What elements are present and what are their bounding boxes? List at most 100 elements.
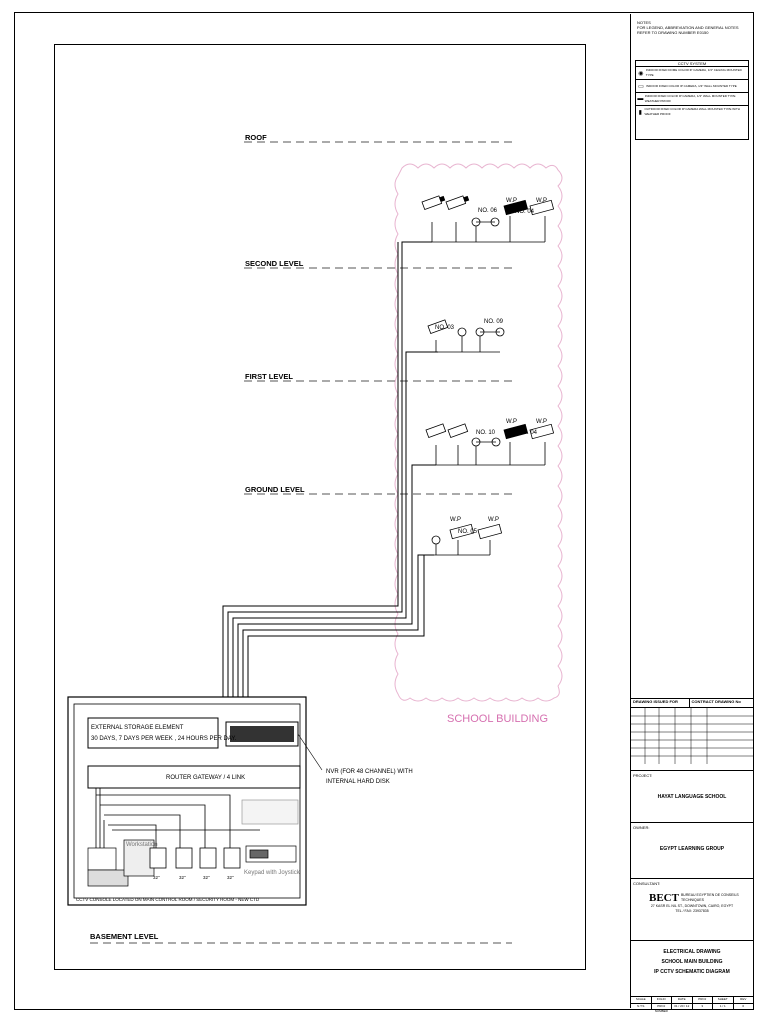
rev-value: 0 — [732, 1004, 754, 1010]
storage-label: EXTERNAL STORAGE ELEMENT — [91, 725, 184, 731]
scale-header: SCALE — [635, 997, 646, 1001]
nvr-label: NVR (FOR 48 CHANNEL) WITH — [326, 769, 413, 775]
keypad-label: Keypad with Joystick — [244, 870, 301, 876]
camera-icon — [503, 423, 529, 440]
camera-count-label: NO. 04 — [515, 209, 535, 215]
notes-heading: NOTES — [637, 20, 651, 25]
consultant-label: CONSULTANT: — [633, 881, 661, 886]
notes-section: NOTES FOR LEGEND, ABBREVIATION AND GENER… — [637, 20, 749, 35]
legend-row: ◉ INDOOR FIXED DOME COLOR IP CAMERA, 1/3… — [636, 67, 748, 80]
camera-icon — [427, 319, 449, 335]
camera-icon — [431, 535, 441, 545]
camera-count-label: NO. 10 — [476, 430, 496, 436]
owner-block: OWNER: EGYPT LEARNING GROUP — [631, 822, 753, 878]
scale-value: N.T.S — [637, 1004, 645, 1008]
camera-icon — [421, 195, 446, 211]
camera-icon — [457, 327, 467, 337]
camera-icon — [445, 195, 470, 211]
nvr-detail: INTERNAL HARD DISK — [326, 779, 390, 785]
consultant-block: CONSULTANT: BECT BUREAU EGYPTIEN DE CONS… — [631, 878, 753, 940]
first-level-label: FIRST LEVEL — [245, 372, 293, 381]
drawing-issued-label: DRAWING ISSUED FOR — [633, 699, 678, 704]
storage-detail: 30 DAYS, 7 DAYS PER WEEK , 24 HOURS PER … — [91, 736, 237, 742]
date-value: 01 / 20 / 12 — [671, 1004, 692, 1010]
project-label: PROJECT: — [633, 773, 653, 778]
router-gateway-box — [87, 765, 301, 789]
camera-count-label: NO. 05 — [458, 529, 478, 535]
dome-camera-icon: ◉ — [638, 70, 644, 77]
notes-text: FOR LEGEND, ABBREVIATION AND GENERAL NOT… — [637, 25, 739, 35]
monitor-size: 32" — [203, 875, 210, 880]
legend-row: ▮ OUTDOOR FIXED COLOR IP CAMERA WALL MOU… — [636, 106, 748, 118]
camera-icon — [529, 199, 555, 216]
router-label: ROUTER GATEWAY / 4 LINK — [166, 775, 245, 781]
consultant-logo: BECT — [649, 892, 679, 904]
wp-label: W.P — [488, 517, 499, 523]
camera-count-label: NO. 03 — [435, 325, 455, 331]
camera-icon: ▬ — [637, 96, 644, 102]
wp-label: W.P — [450, 517, 461, 523]
wp-label: W.P — [536, 198, 547, 204]
monitor-icons — [149, 847, 241, 869]
wp-label: W.P — [536, 419, 547, 425]
monitor-icon — [223, 847, 241, 869]
camera-icon — [425, 423, 447, 439]
title-line-2: SCHOOL MAIN BUILDING — [661, 959, 723, 965]
monitor-size: 32" — [153, 875, 160, 880]
owner-label: OWNER: — [633, 825, 650, 830]
camera-count-label: NO. 06 — [478, 208, 498, 214]
drawing-info-row: SCALE FOLIO DATE PROJ SHEET REV N.T.S PR… — [631, 996, 754, 1013]
title-line-1: ELECTRICAL DRAWING — [663, 949, 721, 955]
roof-label: ROOF — [245, 133, 267, 142]
monitor-icon — [149, 847, 167, 869]
rev-header: REV — [732, 997, 754, 1003]
legend-title: CCTV SYSTEM — [636, 61, 748, 67]
title-block: NOTES FOR LEGEND, ABBREVIATION AND GENER… — [630, 14, 754, 1013]
legend-row: ▭ INDOOR FIXED COLOR IP CAMERA, 1/3" WAL… — [636, 80, 748, 93]
camera-icon — [477, 523, 503, 540]
consultant-phone: TEL / FAX: 23937835 — [675, 909, 709, 913]
consultant-address: 27 KASR EL NIL ST., DOWNTOWN, CAIRO, EGY… — [650, 904, 734, 908]
drawing-frame — [54, 44, 586, 970]
proj-value: 3 — [691, 1004, 713, 1010]
ground-level-cameras — [425, 423, 555, 466]
date-header: DATE — [671, 997, 692, 1003]
ground-level-label: GROUND LEVEL — [245, 485, 305, 494]
external-storage-box — [87, 717, 219, 749]
camera-count-label: NO. 09 — [484, 319, 504, 325]
monitor-size: 32" — [179, 875, 186, 880]
control-room-box — [67, 696, 307, 906]
riser-cables — [222, 241, 438, 697]
folio-value: PROJ NUMBER — [650, 1004, 672, 1013]
camera-icon — [529, 423, 555, 440]
school-building-label: SCHOOL BUILDING — [447, 713, 548, 725]
proj-header: PROJ — [691, 997, 713, 1003]
level-lines — [90, 141, 512, 944]
revision-grid — [631, 708, 753, 764]
title-line-3: IP CCTV SCHEMATIC DIAGRAM — [654, 969, 730, 975]
project-name: HAYAT LANGUAGE SCHOOL — [657, 794, 727, 800]
camera-count-label: NO. 04 — [518, 430, 538, 436]
monitor-icon — [175, 847, 193, 869]
camera-icon: ▮ — [638, 109, 642, 116]
camera-icon — [447, 423, 469, 439]
owner-name: EGYPT LEARNING GROUP — [659, 846, 725, 852]
legend-box: CCTV SYSTEM ◉ INDOOR FIXED DOME COLOR IP… — [635, 60, 749, 140]
drawing-number-label: CONTRACT DRAWING No — [688, 699, 753, 707]
consultant-name: BUREAU EGYPTIEN DE CONSEILS TECHNIQUES — [680, 893, 739, 902]
folio-header: FOLIO — [650, 997, 672, 1003]
sheet-value: 1 / 1 — [712, 1004, 733, 1010]
revision-table: DRAWING ISSUED FOR CONTRACT DRAWING No — [631, 698, 753, 770]
lower-level-cameras — [431, 523, 503, 556]
first-level-cameras — [427, 319, 505, 353]
project-block: PROJECT: HAYAT LANGUAGE SCHOOL — [631, 770, 753, 822]
legend-row: ▬ INDOOR FIXED COLOR IP CAMERA, 1/3" WAL… — [636, 93, 748, 106]
camera-icon — [503, 199, 529, 216]
monitor-size: 32" — [227, 875, 234, 880]
monitor-icon — [199, 847, 217, 869]
camera-icon — [449, 523, 475, 540]
basement-level-label: BASEMENT LEVEL — [90, 932, 159, 941]
second-level-cameras — [421, 195, 555, 243]
drawing-sheet — [14, 12, 754, 1010]
